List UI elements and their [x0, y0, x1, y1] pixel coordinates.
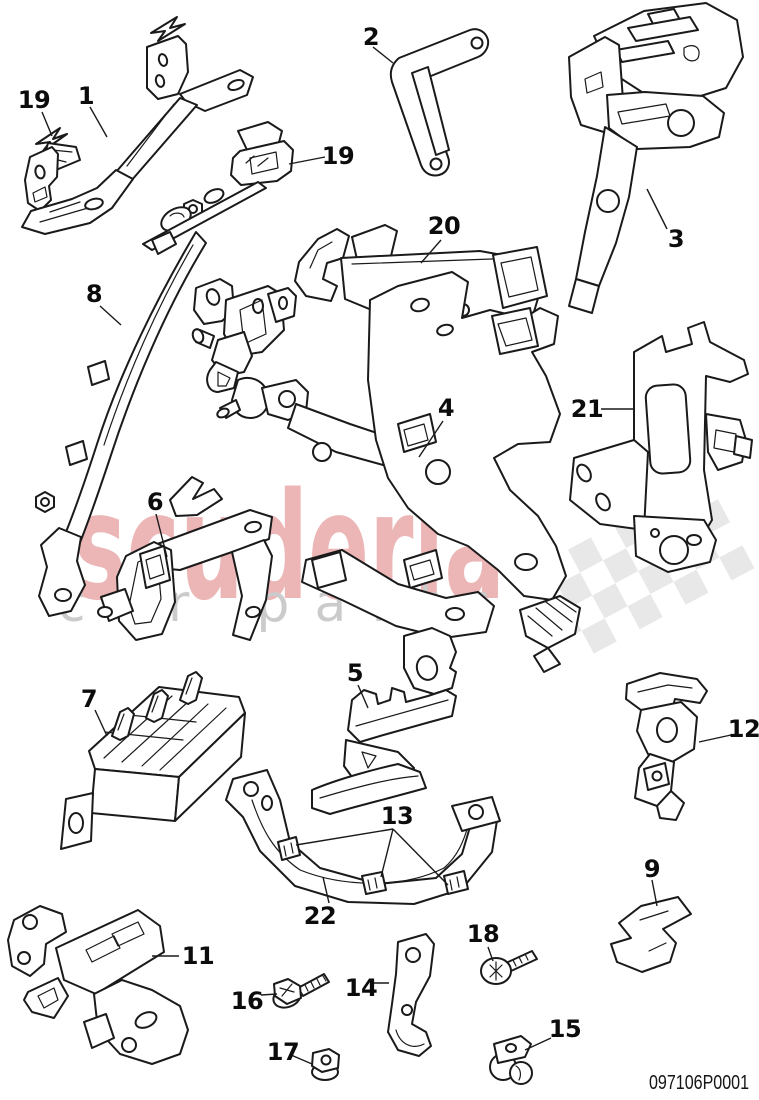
callout-11: 11	[182, 942, 214, 970]
part-22-strap-drawing	[225, 769, 501, 905]
callout-15: 15	[549, 1015, 581, 1043]
callout-14: 14	[345, 974, 377, 1002]
leader-7	[94, 709, 108, 737]
callout-16: 16	[231, 987, 263, 1015]
callout-19-left: 19	[18, 86, 50, 114]
part-2-bracket-drawing	[389, 28, 490, 177]
part-4-weldment-drawing	[191, 271, 581, 673]
leader-12	[698, 734, 732, 743]
leader-9	[651, 879, 658, 907]
callout-3: 3	[668, 225, 684, 253]
leader-8	[99, 305, 122, 326]
leader-13c	[392, 828, 449, 886]
callout-9: 9	[644, 855, 660, 883]
leader-1	[89, 106, 108, 138]
callout-17: 17	[267, 1038, 299, 1066]
part-11-bracket-drawing	[7, 905, 189, 1065]
leader-6	[155, 513, 168, 558]
callout-6: 6	[147, 488, 163, 516]
part-15-grommet-drawing	[489, 1035, 533, 1085]
part-16-bolt-drawing	[272, 973, 330, 1009]
part-12-bracket-drawing	[625, 672, 708, 821]
leader-19-mid	[288, 156, 326, 165]
callout-5: 5	[347, 659, 363, 687]
callout-13: 13	[381, 802, 413, 830]
part-19-left-clip-drawing	[24, 127, 81, 212]
part-6-bracket-drawing	[97, 476, 273, 641]
part-1-bracket-drawing	[21, 16, 254, 235]
part-18-screw-drawing	[480, 950, 538, 985]
leader-2	[372, 46, 394, 64]
callout-20: 20	[428, 212, 460, 240]
parts-artwork	[7, 2, 753, 1085]
leader-18	[487, 946, 494, 962]
callout-8: 8	[86, 280, 102, 308]
leader-22	[322, 876, 330, 904]
leader-4	[418, 420, 444, 458]
part-7-fusebox-drawing	[60, 671, 246, 850]
part-17-nut-drawing	[311, 1048, 340, 1081]
leader-13b	[380, 828, 394, 878]
part-number-text: 097106P0001	[649, 1072, 749, 1094]
callout-19-mid: 19	[322, 142, 354, 170]
part-9-clip-drawing	[610, 896, 692, 973]
leader-17	[290, 1054, 313, 1065]
leader-20	[420, 239, 442, 264]
leader-5	[357, 684, 369, 709]
callout-22: 22	[304, 902, 336, 930]
callout-4: 4	[438, 394, 454, 422]
part-14-bracket-drawing	[387, 933, 435, 1057]
leader-13a	[295, 828, 394, 846]
leader-16	[260, 993, 278, 996]
callout-7: 7	[81, 685, 97, 713]
callout-1: 1	[78, 82, 94, 110]
leader-19-left	[41, 111, 53, 137]
callout-labels: 19 1 2 19 3 20 8 21 4 6 5 7 12 13 9 22 1…	[18, 23, 759, 1066]
part-3-bracket-drawing	[568, 2, 744, 314]
part-5-clip-drawing	[311, 627, 457, 815]
leader-3	[646, 188, 668, 230]
callout-18: 18	[467, 920, 499, 948]
leader-15	[524, 1037, 552, 1051]
part-8-strap-drawing	[35, 231, 207, 617]
leader-lines	[41, 46, 732, 1065]
callout-12: 12	[728, 715, 759, 743]
part-19-mid-clamp-drawing	[142, 121, 294, 255]
callout-21: 21	[571, 395, 603, 423]
part-21-bracket-drawing	[569, 321, 753, 573]
callout-2: 2	[363, 23, 379, 51]
